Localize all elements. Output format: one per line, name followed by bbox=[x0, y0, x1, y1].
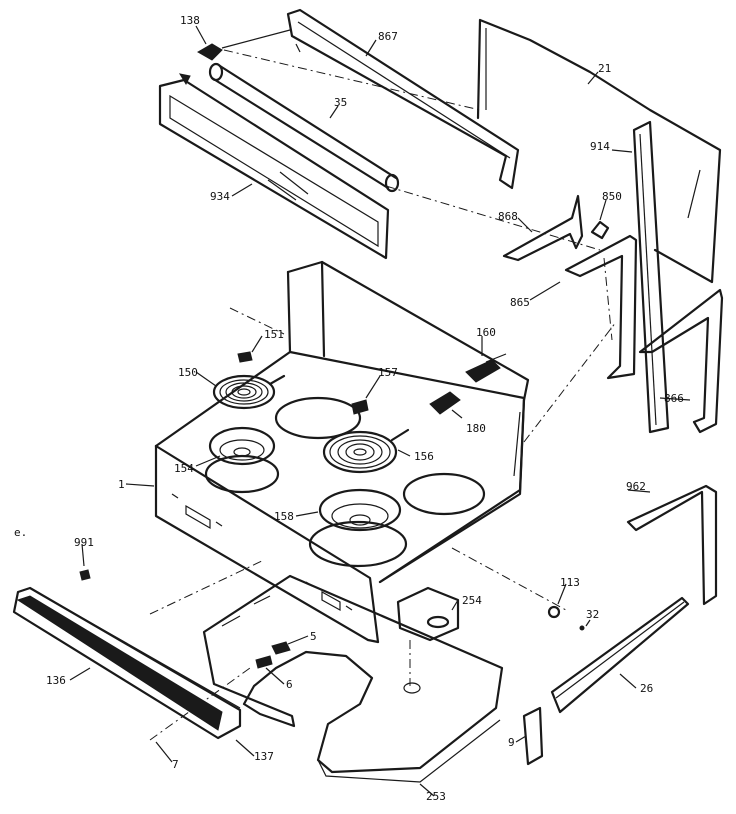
label-934: 934 bbox=[210, 190, 230, 203]
side-trim-914 bbox=[632, 120, 670, 434]
label-150: 150 bbox=[178, 366, 198, 379]
drip-pan-154 bbox=[208, 426, 276, 466]
bracket-866 bbox=[638, 288, 724, 434]
lamp-holder-138 bbox=[196, 29, 291, 61]
label-5: 5 bbox=[310, 630, 317, 643]
label-991: 991 bbox=[74, 536, 94, 549]
light-lens-934 bbox=[158, 73, 390, 260]
label-962: 962 bbox=[626, 480, 646, 493]
label-867: 867 bbox=[378, 30, 398, 43]
label-35: 35 bbox=[334, 96, 347, 109]
surface-unit-156 bbox=[322, 399, 410, 474]
label-26: 26 bbox=[640, 682, 653, 695]
label-866: 866 bbox=[664, 392, 684, 405]
assembly-center-lines bbox=[149, 49, 617, 741]
screw-991 bbox=[79, 569, 91, 581]
corner-mark: e. bbox=[14, 526, 27, 539]
bracket-868 bbox=[502, 194, 584, 262]
surface-unit-150 bbox=[212, 351, 286, 410]
label-136: 136 bbox=[46, 674, 66, 687]
label-156: 156 bbox=[414, 450, 434, 463]
label-160: 160 bbox=[476, 326, 496, 339]
side-trim-26 bbox=[550, 596, 690, 714]
label-253: 253 bbox=[426, 790, 446, 803]
label-158: 158 bbox=[274, 510, 294, 523]
label-865: 865 bbox=[510, 296, 530, 309]
bracket-865 bbox=[564, 234, 638, 380]
trim-962 bbox=[626, 484, 718, 606]
screw-32 bbox=[579, 625, 585, 631]
clip-6 bbox=[255, 655, 273, 669]
terminal-block-160 bbox=[465, 353, 507, 383]
back-panel-21 bbox=[476, 18, 722, 284]
receptacle-180 bbox=[429, 391, 461, 415]
end-cap-9 bbox=[522, 706, 544, 766]
label-7: 7 bbox=[172, 758, 179, 771]
label-151: 151 bbox=[264, 328, 284, 341]
clip-5 bbox=[271, 641, 291, 655]
fluorescent-lamp-35 bbox=[208, 62, 400, 193]
label-6: 6 bbox=[286, 678, 293, 691]
label-137: 137 bbox=[254, 750, 274, 763]
label-9: 9 bbox=[508, 736, 515, 749]
label-21: 21 bbox=[598, 62, 611, 75]
screw-113 bbox=[547, 605, 561, 619]
backguard-rail-867 bbox=[286, 8, 520, 190]
label-1: 1 bbox=[118, 478, 125, 491]
bottom-pan-253 bbox=[202, 574, 504, 783]
label-254: 254 bbox=[462, 594, 482, 607]
control-panel-front-136 bbox=[12, 586, 242, 740]
label-32: 32 bbox=[586, 608, 599, 621]
label-154: 154 bbox=[174, 462, 194, 475]
label-850: 850 bbox=[602, 190, 622, 203]
label-180: 180 bbox=[466, 422, 486, 435]
clip-850 bbox=[590, 220, 610, 240]
label-138: 138 bbox=[180, 14, 200, 27]
label-113: 113 bbox=[560, 576, 580, 589]
leader-lines bbox=[69, 25, 691, 797]
terminal-box-254 bbox=[396, 586, 460, 642]
label-868: 868 bbox=[498, 210, 518, 223]
part-labels: 138 867 21 35 934 914 850 868 865 151 16… bbox=[14, 14, 684, 803]
label-914: 914 bbox=[590, 140, 610, 153]
label-157: 157 bbox=[378, 366, 398, 379]
drip-pan-158 bbox=[318, 488, 402, 532]
